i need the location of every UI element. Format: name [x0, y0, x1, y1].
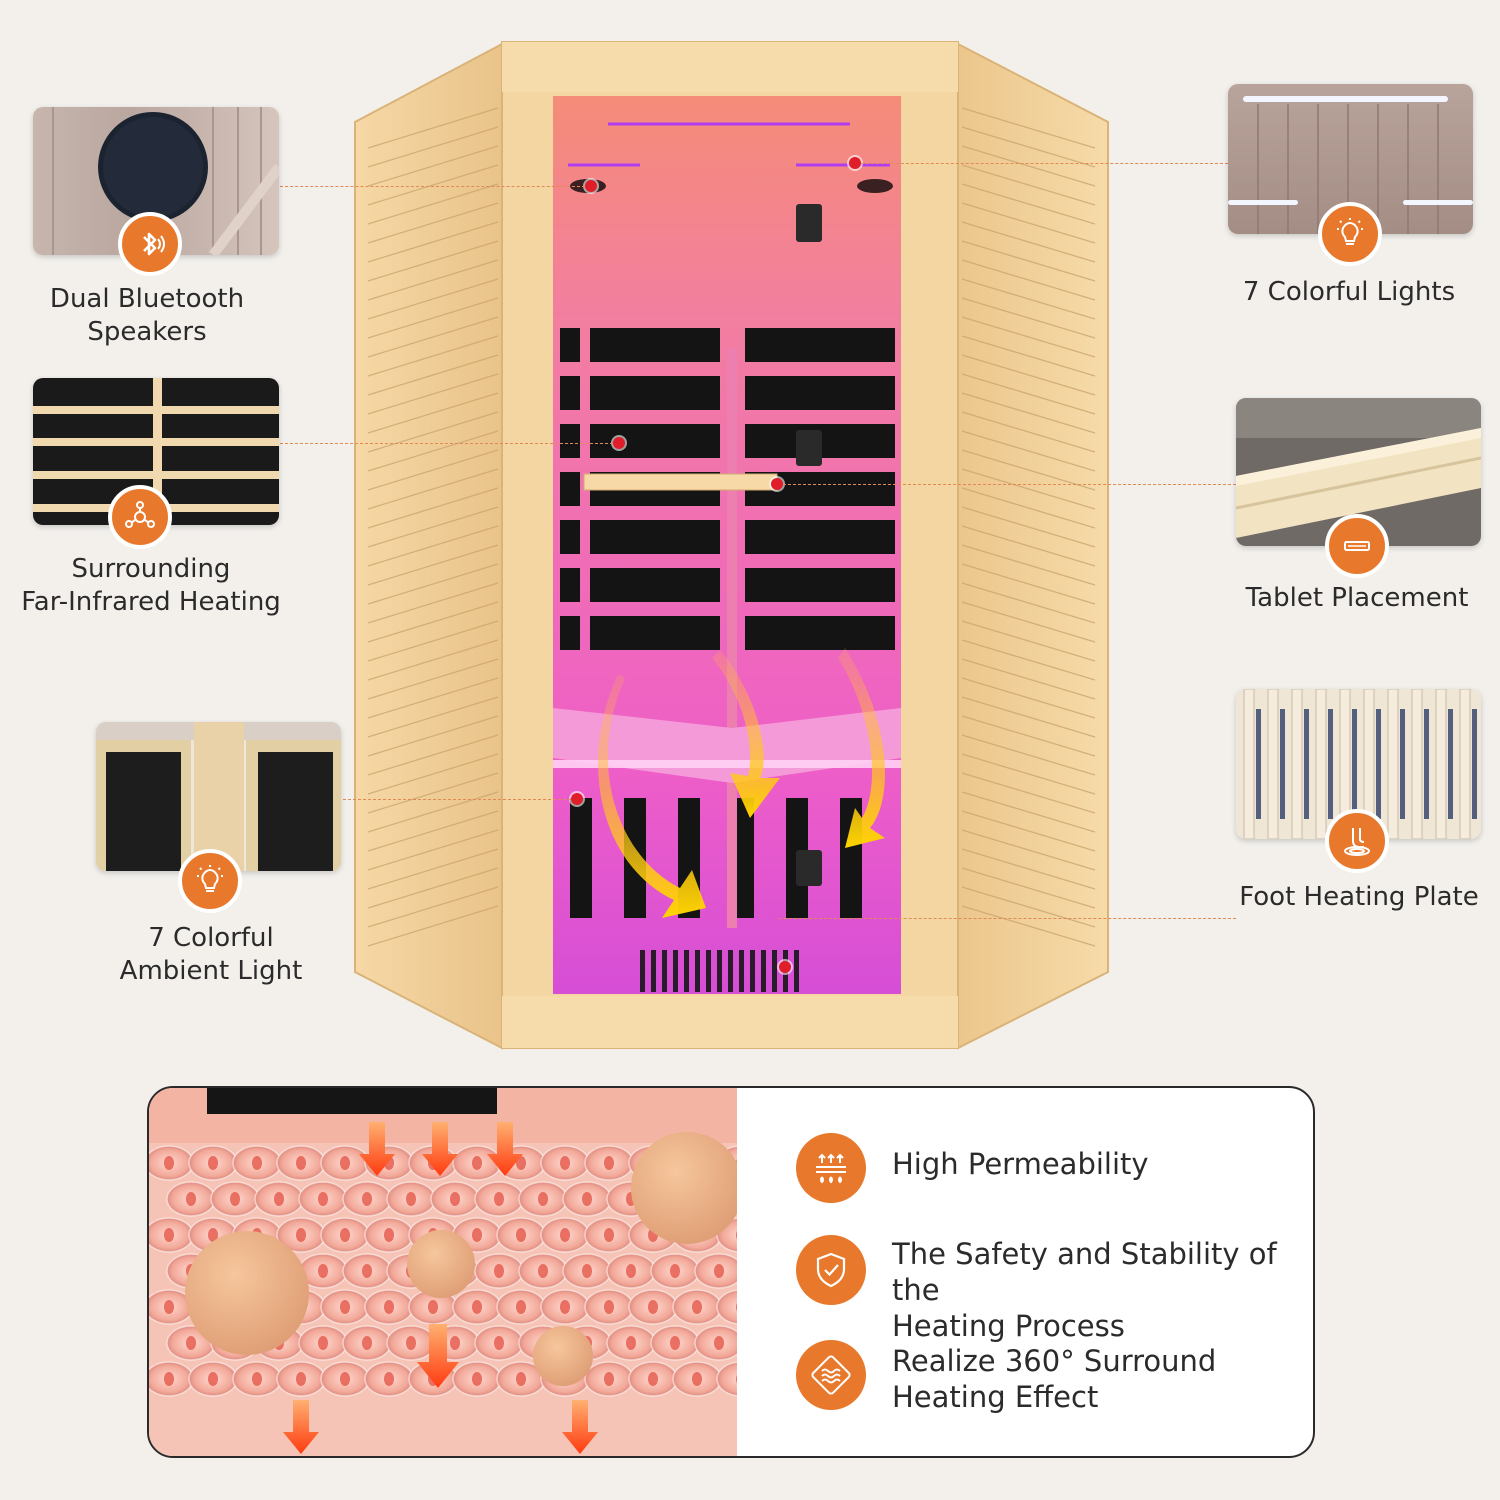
benefit-360: Realize 360° Surround Heating Effect	[892, 1344, 1217, 1414]
colorful-lights-label: 7 Colorful Lights	[1242, 277, 1456, 307]
tablet-label: Tablet Placement	[1245, 583, 1469, 613]
marker-ambient	[571, 793, 583, 805]
ambient-light-label: 7 Colorful Ambient Light	[119, 923, 303, 986]
permeability-icon	[796, 1133, 866, 1203]
leader-heater	[280, 443, 613, 444]
leader-ambient	[343, 799, 571, 800]
ambient-light-thumbnail	[96, 722, 341, 871]
leader-tablet	[783, 484, 1236, 485]
heat-waves-icon	[796, 1340, 866, 1410]
lightbulb-icon	[1318, 202, 1382, 266]
heating-label: Surrounding Far-Infrared Heating	[21, 554, 281, 617]
speaker-thumbnail	[33, 107, 279, 255]
shelf-icon	[1325, 514, 1389, 578]
lightbulb-icon	[178, 849, 242, 913]
speakers-label: Dual Bluetooth Speakers	[49, 284, 245, 347]
foot-plate-label: Foot Heating Plate	[1239, 882, 1479, 912]
sauna-cabin-illustration	[354, 41, 1109, 1050]
shield-check-icon	[796, 1235, 866, 1305]
marker-heater	[613, 437, 625, 449]
marker-light	[849, 157, 861, 169]
marker-foot	[779, 961, 791, 973]
marker-tablet	[771, 478, 783, 490]
benefit-safety: The Safety and Stability of the Heating …	[892, 1237, 1277, 1343]
foot-icon	[1325, 809, 1389, 873]
leader-speaker	[280, 186, 585, 187]
marker-speaker	[585, 180, 597, 192]
bluetooth-icon	[118, 212, 182, 276]
lights-thumbnail	[1228, 84, 1473, 234]
skin-cells-illustration	[149, 1088, 737, 1456]
leader-light	[861, 163, 1228, 164]
benefits-panel: High Permeability The Safety and Stabili…	[147, 1086, 1315, 1458]
benefit-permeability: High Permeability	[892, 1147, 1149, 1181]
network-nodes-icon	[108, 485, 172, 549]
leader-foot	[779, 918, 1236, 919]
